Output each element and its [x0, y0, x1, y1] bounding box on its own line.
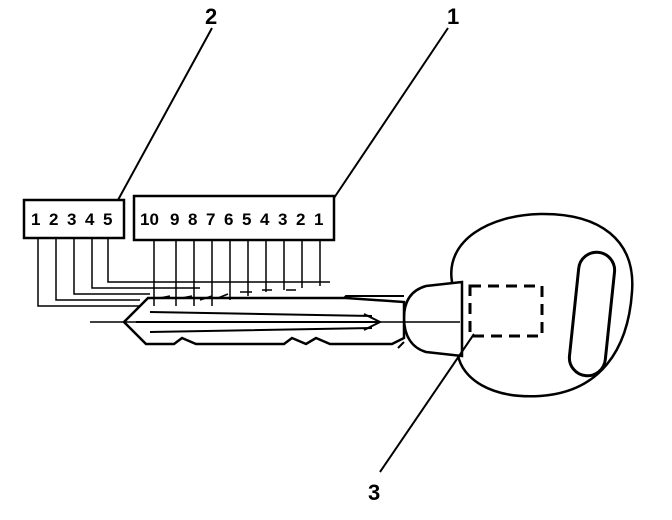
callout-leader-3: [379, 333, 475, 473]
pin-label: 8: [188, 210, 197, 229]
transponder-chip-outline: [468, 284, 544, 338]
callout-label-3: 3: [368, 480, 380, 505]
wires-10-pin: [153, 240, 321, 306]
pin-label: 6: [224, 210, 233, 229]
pin-label: 5: [242, 210, 251, 229]
pin-label: 3: [67, 210, 76, 229]
pin-label: 4: [85, 210, 95, 229]
connector-5-pin-labels: 1 2 3 4 5: [31, 210, 112, 229]
pin-label: 9: [170, 210, 179, 229]
callout-label-2: 2: [205, 4, 217, 29]
pin-label: 2: [49, 210, 58, 229]
pin-label: 1: [314, 210, 323, 229]
pin-label: 2: [296, 210, 305, 229]
pin-label: 10: [140, 210, 159, 229]
callout-label-1: 1: [447, 4, 459, 29]
pin-label: 4: [260, 210, 270, 229]
contact-ticks: [159, 289, 296, 301]
wires-5-pin: [37, 238, 330, 307]
connector-10-pin: [132, 194, 336, 242]
pin-label: 3: [278, 210, 287, 229]
callout-leader-1: [333, 27, 449, 199]
pin-label: 1: [31, 210, 40, 229]
key-neck: [402, 280, 464, 358]
callout-leader-2: [117, 27, 213, 201]
connector-10-pin-labels: 10 9 8 7 6 5 4 3 2 1: [140, 210, 323, 229]
key-ring-slot: [567, 250, 617, 378]
pin-label: 5: [103, 210, 112, 229]
connector-5-pin: [22, 198, 126, 240]
pin-label: 7: [206, 210, 215, 229]
